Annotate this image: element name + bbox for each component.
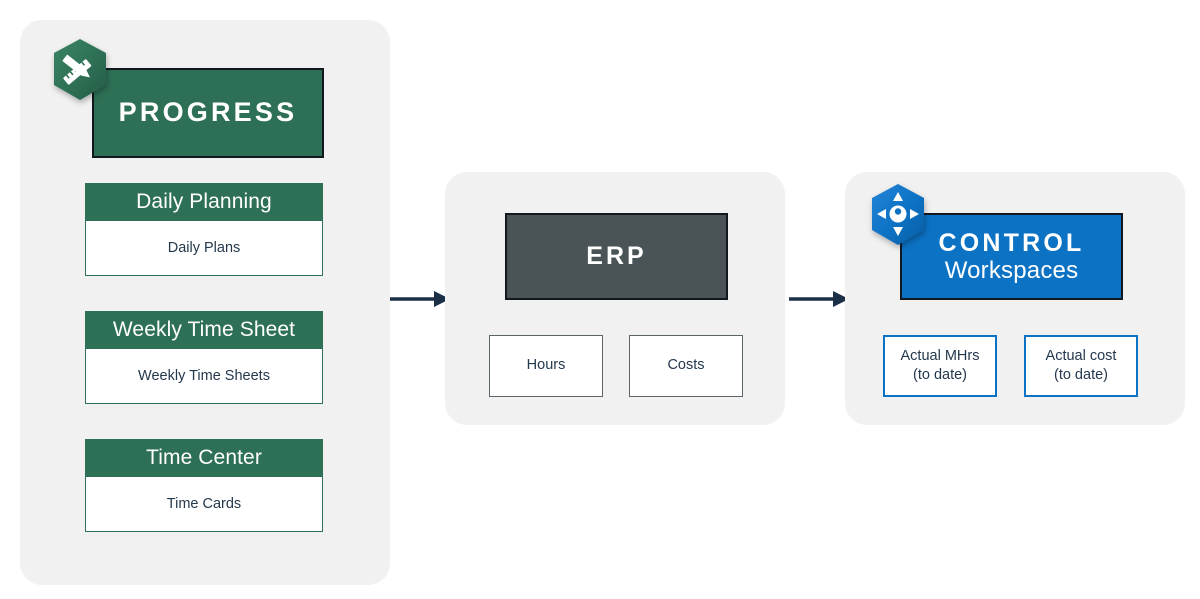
metric-actual-cost-line2: (to date) [1053,367,1108,383]
ruler-pencil-icon [50,38,110,104]
metric-costs-label: Costs [667,357,705,374]
control-brand-title: CONTROL [938,228,1085,257]
metric-actual-cost-line1: Actual cost [1045,347,1117,364]
progress-brand-title: PROGRESS [118,97,298,128]
arrow-right-icon-erp-to-control [789,287,851,311]
module-weekly-time-sheet[interactable]: Weekly Time Sheet Weekly Time Sheets [85,311,323,404]
module-time-center-header: Time Center [85,439,323,477]
metric-actual-mhrs-line1: Actual MHrs [900,347,980,364]
metric-actual-mhrs[interactable]: Actual MHrs (to date) [883,335,997,397]
module-weekly-time-sheet-header: Weekly Time Sheet [85,311,323,349]
control-brand-subtitle: Workspaces [944,256,1079,284]
metric-hours-label: Hours [526,357,566,374]
erp-brand-title: ERP [586,242,647,270]
metric-actual-mhrs-line2: (to date) [913,367,967,383]
metric-actual-cost[interactable]: Actual cost (to date) [1024,335,1138,397]
metric-actual-cost-label: Actual cost (to date) [1046,347,1117,385]
metric-costs[interactable]: Costs [629,335,743,397]
progress-brand-box[interactable]: PROGRESS [92,68,324,158]
module-time-center[interactable]: Time Center Time Cards [85,439,323,532]
module-weekly-time-sheet-body: Weekly Time Sheets [85,349,323,404]
metric-hours[interactable]: Hours [489,335,603,397]
metric-actual-mhrs-label: Actual MHrs (to date) [901,347,980,385]
control-brand-box[interactable]: CONTROL Workspaces [900,213,1123,300]
module-daily-planning-header: Daily Planning [85,183,323,221]
four-way-navigation-icon [868,183,928,249]
module-daily-planning[interactable]: Daily Planning Daily Plans [85,183,323,276]
arrow-right-icon-progress-to-erp [390,287,452,311]
module-daily-planning-body: Daily Plans [85,221,323,276]
module-time-center-body: Time Cards [85,477,323,532]
erp-brand-box[interactable]: ERP [505,213,728,300]
